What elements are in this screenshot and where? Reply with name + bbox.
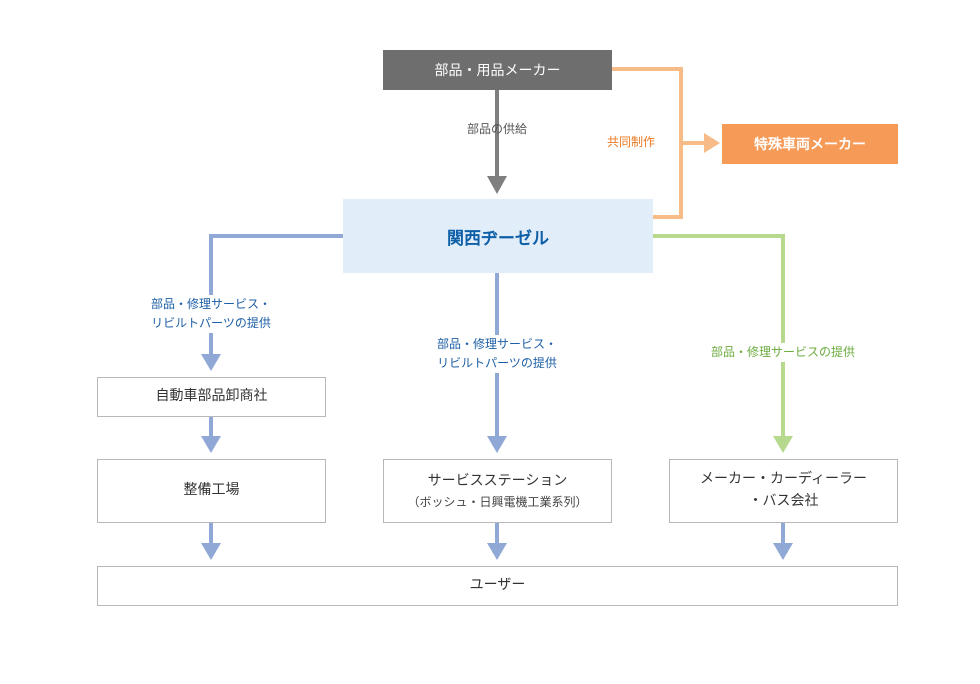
left-branch-label-line2: リビルトパーツの提供 [151,316,271,331]
maintenance-shop-node: 整備工場 [97,459,326,523]
wholesaler-node: 自動車部品卸商社 [97,377,326,417]
gray-connector [487,90,507,194]
orange-connector [612,67,720,219]
joint-production-label: 共同制作 [606,135,655,149]
special-vehicle-maker-node: 特殊車両メーカー [722,124,898,164]
dealer-label-line1: メーカー・カーディーラー [699,471,868,488]
blue-right-connector [773,523,793,560]
maintenance-shop-label: 整備工場 [183,482,240,499]
center-branch-label-line1: 部品・修理サービス・ [436,337,557,351]
service-station-node: サービスステーション （ボッシュ・日興電機工業系列） [383,459,612,523]
green-right-connector [653,234,793,453]
dealer-label-line2: ・バス会社 [748,493,819,509]
parts-maker-node: 部品・用品メーカー [383,50,612,90]
service-station-label: サービスステーション [427,472,568,489]
user-label: ユーザー [469,577,526,594]
service-station-sublabel: （ボッシュ・日興電機工業系列） [407,494,588,509]
wholesaler-label: 自動車部品卸商社 [155,388,268,405]
user-node: ユーザー [97,566,898,606]
dealer-node: メーカー・カーディーラー ・バス会社 [669,459,898,523]
parts-supply-label: 部品の供給 [466,122,527,136]
center-branch-label: 部品・修理サービス・ リビルトパーツの提供 [422,335,572,374]
left-branch-label: 部品・修理サービス・ リビルトパーツの提供 [136,295,286,334]
center-branch-label-line2: リビルトパーツの提供 [437,356,557,371]
left-branch-label-line1: 部品・修理サービス・ [150,297,271,311]
right-branch-label: 部品・修理サービスの提供 [698,343,868,363]
kansai-diesel-node: 関西ヂーゼル [343,199,653,273]
